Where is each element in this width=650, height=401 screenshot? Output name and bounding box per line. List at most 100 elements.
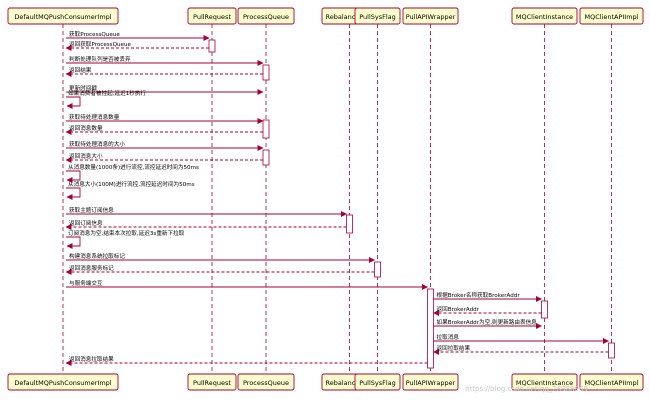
- activation-pq-0: [262, 64, 270, 81]
- message-label: 返回订阅信息: [69, 219, 103, 227]
- participant-label: DefaultMQPushConsumerImpl: [14, 13, 111, 21]
- participant-box: [579, 373, 644, 391]
- participant-apiimpl-bottom: MQClientAPIImpl: [579, 373, 644, 391]
- participant-label: ProcessQueue: [243, 13, 289, 21]
- message-label: 获取待处理消息数量: [69, 113, 120, 121]
- message-label: 从消息数量(1000条)进行流控,流控延迟时间为50ms: [68, 163, 199, 171]
- activation-pq-2: [262, 149, 270, 166]
- participant-box: [579, 7, 644, 25]
- participant-box: [511, 373, 578, 391]
- message-call: 获取主题订阅信息: [66, 206, 347, 217]
- participant-label: PullSysFlag: [359, 13, 396, 21]
- participant-pullreq-top: PullRequest: [187, 7, 237, 25]
- participant-box: [237, 7, 295, 25]
- participant-label: ProcessQueue: [243, 379, 289, 387]
- participant-pullreq-bottom: PullRequest: [187, 373, 237, 391]
- participant-box: [7, 373, 119, 391]
- participant-label: MQClientAPIImpl: [584, 379, 638, 387]
- message-label: 获取主题订阅信息: [69, 206, 114, 214]
- self-arrow: [66, 96, 81, 109]
- self-arrow: [66, 170, 81, 183]
- message-label: 返回结果: [69, 66, 92, 74]
- message-label: 订阅消息为空,结束本次拉取,延迟3s重新下拉取: [68, 229, 185, 237]
- message-call: 拉取消息: [433, 333, 609, 344]
- message-call: 获取ProcessQueue: [66, 30, 210, 41]
- message-label: 拉取消息: [437, 333, 460, 341]
- participant-label: MQClientInstance: [516, 379, 573, 387]
- message-call: 获取待处理消息的大小: [66, 140, 264, 151]
- activation-pq-1: [262, 119, 270, 139]
- message-return: 返回消息拉取结果: [65, 355, 428, 366]
- activation-rebalance-0: [346, 214, 353, 234]
- message-return: 返回消息大小: [65, 152, 263, 163]
- participant-box: [354, 373, 401, 391]
- participant-sysflag-bottom: PullSysFlag: [354, 373, 401, 391]
- message-label: 返回消息拉取结果: [69, 355, 114, 363]
- participant-label: DefaultMQPushConsumerImpl: [14, 379, 111, 387]
- self-arrow: [66, 236, 81, 249]
- message-label: 返回获取ProcessQueue: [69, 40, 132, 48]
- participant-pq-top: ProcessQueue: [237, 7, 295, 25]
- message-label: 返回拉取结果: [437, 344, 471, 352]
- participant-consumer-bottom: DefaultMQPushConsumerImpl: [7, 373, 119, 391]
- message-return: 返回拉取结果: [433, 344, 609, 355]
- activation-apiimpl-0: [608, 342, 615, 359]
- message-call: 如果BrokerAddr为空,则更新路由表信息: [433, 318, 542, 329]
- message-call: 获取待处理消息数量: [66, 113, 264, 124]
- participant-apiimpl-top: MQClientAPIImpl: [579, 7, 644, 25]
- participant-box: [187, 373, 237, 391]
- message-call: 根据Broker名称获取BrokerAddr: [433, 291, 542, 302]
- message-label: 返回BrokerAddr: [437, 306, 480, 313]
- participant-label: PullSysFlag: [359, 379, 396, 387]
- watermark-text: https://blog.csdn.net/qq_28988969: [465, 385, 588, 393]
- message-label: 获取待处理消息的大小: [69, 140, 125, 148]
- participant-label: PullRequest: [193, 379, 231, 387]
- participant-box: [237, 373, 295, 391]
- message-label: 返回消息大小: [69, 152, 103, 160]
- message-self: 从消息数量(1000条)进行流控,流控延迟时间为50ms: [66, 163, 199, 183]
- activation-wrapper-0: [427, 288, 434, 369]
- participant-wrapper-top: PullAPIWrapper: [402, 7, 459, 25]
- message-label: 获取ProcessQueue: [69, 30, 120, 38]
- activation-sysflag-0: [374, 261, 381, 278]
- participant-label: PullAPIWrapper: [406, 13, 456, 21]
- participant-pq-bottom: ProcessQueue: [237, 373, 295, 391]
- participant-box: [511, 7, 578, 25]
- message-self: 订阅消息为空,结束本次拉取,延迟3s重新下拉取: [66, 229, 185, 249]
- participant-box: [187, 7, 237, 25]
- self-arrow: [66, 187, 81, 200]
- message-label: 构建消息系统拉取标记: [69, 252, 125, 260]
- message-return: 返回消息数量: [65, 124, 263, 135]
- participant-label: RebalanceImpl: [326, 379, 374, 387]
- participant-label: PullRequest: [193, 13, 231, 21]
- message-label: 返回消息数量: [69, 124, 103, 132]
- participant-label: MQClientAPIImpl: [584, 13, 638, 21]
- message-call: 判断处理队列是否被丢弃: [66, 55, 264, 66]
- message-return: 返回BrokerAddr: [433, 306, 542, 316]
- message-self: 从消息大小(100M)进行流控,流控延迟时间为50ms: [66, 180, 195, 200]
- message-label: 判断处理队列是否被丢弃: [69, 55, 131, 63]
- message-label: 与服务端交互: [69, 279, 103, 287]
- participant-label: PullAPIWrapper: [406, 379, 456, 387]
- participant-box: [402, 7, 459, 25]
- participant-wrapper-bottom: PullAPIWrapper: [402, 373, 459, 391]
- message-return: 返回订阅信息: [65, 219, 347, 230]
- participant-label: MQClientInstance: [516, 13, 573, 21]
- message-label: 从消息大小(100M)进行流控,流控延迟时间为50ms: [68, 180, 195, 188]
- participant-mqclient-bottom: MQClientInstance: [511, 373, 578, 391]
- participant-box: [7, 7, 119, 25]
- message-return: 返回结果: [65, 66, 263, 77]
- message-label: 如果BrokerAddr为空,则更新路由表信息: [437, 318, 538, 326]
- message-label: 根据Broker名称获取BrokerAddr: [437, 291, 521, 299]
- message-label: 更新时间戳: [69, 84, 97, 92]
- message-call: 构建消息系统拉取标记: [66, 252, 375, 263]
- message-label: 如果消费者被挂起,延迟1秒执行: [68, 89, 146, 97]
- participant-sysflag-top: PullSysFlag: [354, 7, 401, 25]
- participant-box: [354, 7, 401, 25]
- participant-label: RebalanceImpl: [326, 13, 374, 21]
- message-return: 返回获取ProcessQueue: [65, 40, 209, 51]
- message-return: 返回消息服务标记: [65, 264, 375, 275]
- participant-mqclient-top: MQClientInstance: [511, 7, 578, 25]
- message-self: 如果消费者被挂起,延迟1秒执行: [66, 89, 146, 109]
- activation-mqclient-0: [541, 300, 548, 319]
